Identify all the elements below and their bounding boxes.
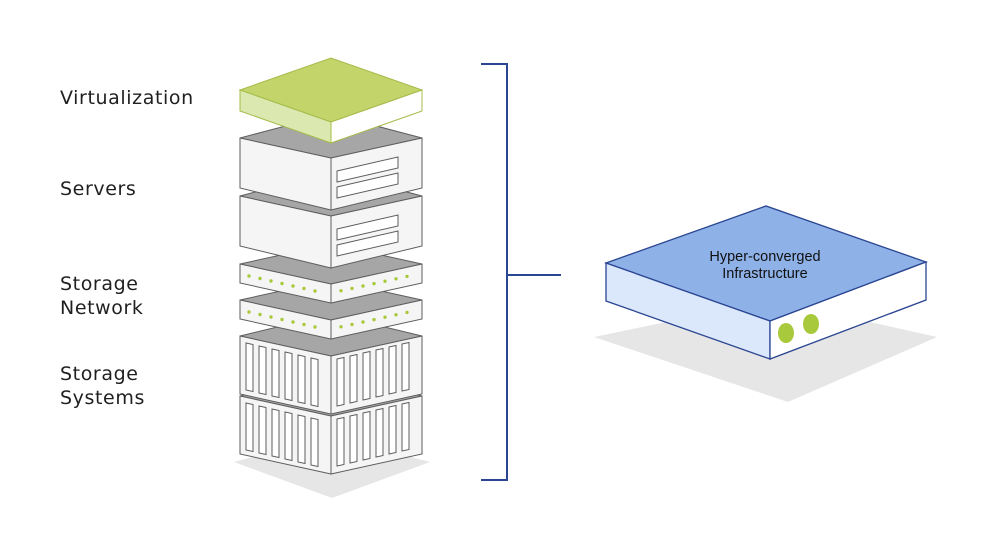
hci-label-line2: Infrastructure <box>722 266 807 282</box>
virtualization-label: Virtualization <box>60 87 194 109</box>
bracket <box>481 63 561 481</box>
port-leds <box>247 274 409 293</box>
unit-right-face <box>330 263 423 304</box>
storage-network-line2: Network <box>60 297 144 319</box>
storage-systems-line2: Systems <box>60 387 145 409</box>
status-led <box>778 323 794 343</box>
storage-system-unit-1 <box>239 313 423 415</box>
drive-slot <box>336 214 399 241</box>
hci-label-line1: Hyper-converged <box>709 249 820 265</box>
hci-right <box>769 261 927 360</box>
bracket-spine <box>481 63 508 481</box>
storage-systems-label: Storage Systems <box>60 362 145 410</box>
servers-label: Servers <box>60 178 137 200</box>
drive-slot <box>336 156 399 183</box>
drive-slot <box>336 230 399 257</box>
storage-network-label: Storage Network <box>60 272 144 320</box>
virtualization-layer <box>238 57 424 144</box>
virt-right-face <box>330 89 423 144</box>
storage-network-line1: Storage <box>60 273 139 295</box>
port-leds <box>247 310 409 329</box>
status-led <box>803 314 819 334</box>
drive-bays-left <box>245 342 319 408</box>
drive-slot <box>336 172 399 199</box>
hyperconverged-appliance: Hyper-converged Infrastructure <box>604 205 928 360</box>
drive-bays-left <box>245 402 319 468</box>
storage-systems-line1: Storage <box>60 363 139 385</box>
drive-bays-right <box>336 341 410 407</box>
drive-bays-right <box>336 401 410 467</box>
unit-right-face <box>330 299 423 340</box>
